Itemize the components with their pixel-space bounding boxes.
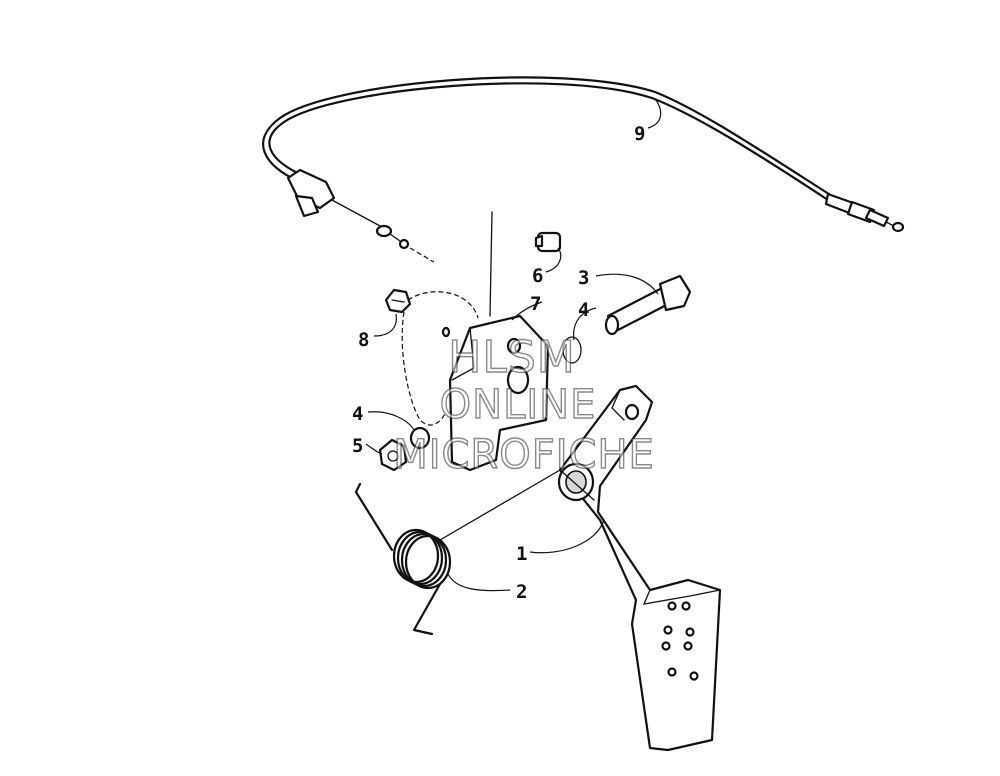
callout-4-upper: 4 <box>578 299 589 321</box>
watermark-line1: HLSM <box>448 332 576 383</box>
accelerator-pedal <box>439 384 722 752</box>
callout-9: 9 <box>634 123 645 145</box>
callout-5: 5 <box>352 435 363 457</box>
o-ring-lower <box>409 426 431 450</box>
callout-1: 1 <box>516 543 527 565</box>
pivot-shaft <box>604 274 692 336</box>
callout-7: 7 <box>530 293 541 315</box>
callout-2: 2 <box>516 581 527 603</box>
callout-3: 3 <box>578 267 589 289</box>
watermark-line3: MICROFICHE <box>393 432 655 478</box>
lock-nut-lower <box>378 438 408 472</box>
bolt <box>534 231 562 253</box>
callout-8: 8 <box>358 329 369 351</box>
watermark: HLSM ONLINE MICROFICHE <box>392 331 655 478</box>
lock-nut-upper <box>384 288 479 426</box>
o-ring-upper <box>562 336 582 364</box>
return-spring <box>354 482 452 636</box>
callout-6: 6 <box>532 265 543 287</box>
pedal-bracket <box>441 211 550 472</box>
throttle-cable <box>262 76 905 263</box>
watermark-line2: ONLINE <box>440 382 597 428</box>
leader-lines <box>365 99 662 592</box>
callout-4-lower: 4 <box>352 403 363 425</box>
